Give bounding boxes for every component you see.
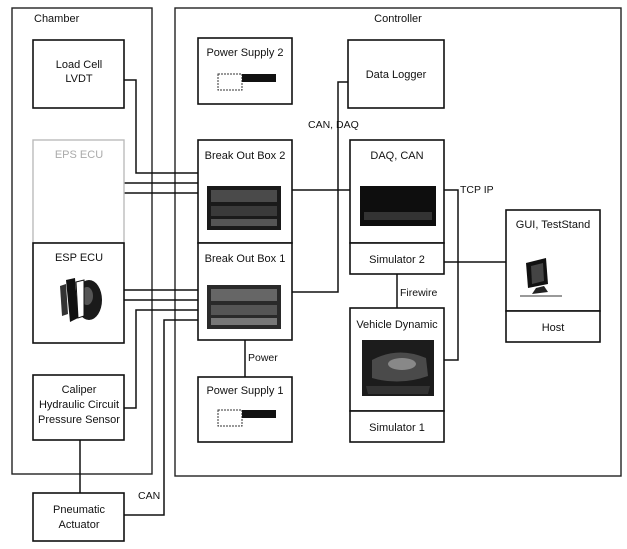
can-link-label: CAN [138, 490, 160, 502]
esp-ecu-box: ESP ECU [32, 242, 125, 344]
simulator-2-label: Simulator 2 [369, 254, 425, 266]
chamber-frame [11, 7, 153, 475]
break-out-box-1-image [207, 285, 281, 329]
controller-frame [174, 7, 622, 477]
vehicle-dynamic-label: Vehicle Dynamic [356, 319, 438, 331]
wire-pneumatic-bob1-can [124, 319, 198, 516]
vehicle-dynamic-image [362, 340, 434, 396]
pneumatic-label-2: Actuator [59, 519, 100, 531]
eps-ecu-box: EPS ECU [32, 139, 125, 244]
vehicle-dynamic-box: Vehicle Dynamic [349, 307, 445, 412]
break-out-box-1: Break Out Box 1 [197, 242, 293, 341]
pneumatic-actuator-box: Pneumatic Actuator [32, 492, 125, 542]
can-daq-link-label: CAN, DAQ [308, 119, 359, 131]
tcp-ip-link-label: TCP IP [460, 184, 494, 196]
power-supply-2-box: Power Supply 2 [197, 37, 293, 105]
load-cell-label-2: LVDT [65, 73, 93, 85]
caliper-label-3: Pressure Sensor [38, 414, 120, 426]
power-supply-1-image [217, 409, 276, 427]
simulator-2-box: Simulator 2 [349, 242, 445, 275]
power-supply-2-image [217, 73, 276, 91]
daq-can-image [360, 186, 436, 226]
power-link-label: Power [248, 352, 278, 364]
load-cell-box: Load Cell LVDT [32, 39, 125, 109]
computer-icon [520, 258, 562, 297]
caliper-label-1: Caliper [62, 384, 97, 396]
chamber-label: Chamber [34, 13, 80, 25]
pneumatic-label-1: Pneumatic [53, 504, 105, 516]
simulator-1-box: Simulator 1 [349, 410, 445, 443]
wire-bob1-datalogger [292, 81, 348, 293]
firewire-link-label: Firewire [400, 287, 437, 299]
host-label: Host [542, 322, 565, 334]
simulator-1-label: Simulator 1 [369, 422, 425, 434]
wire-loadcell-bob2 [124, 79, 198, 174]
power-supply-1-box: Power Supply 1 [197, 376, 293, 443]
esp-ecu-image [60, 278, 102, 322]
daq-can-box: DAQ, CAN [349, 139, 445, 244]
host-box: Host [505, 310, 601, 343]
wire-caliper-bob1 [124, 309, 198, 409]
gui-teststand-box: GUI, TestStand [505, 209, 601, 312]
data-logger-label: Data Logger [366, 69, 427, 81]
eps-ecu-label: EPS ECU [55, 149, 103, 161]
load-cell-label-1: Load Cell [56, 59, 102, 71]
data-logger-box: Data Logger [347, 39, 445, 109]
wire-tcpip-loop [444, 189, 459, 361]
gui-teststand-label: GUI, TestStand [516, 219, 590, 231]
daq-can-label: DAQ, CAN [370, 150, 423, 162]
break-out-box-1-label: Break Out Box 1 [205, 253, 286, 265]
break-out-box-2: Break Out Box 2 [197, 139, 293, 244]
power-supply-1-label: Power Supply 1 [206, 385, 283, 397]
power-supply-2-label: Power Supply 2 [206, 47, 283, 59]
controller-label: Controller [374, 13, 422, 25]
caliper-label-2: Hydraulic Circuit [39, 399, 119, 411]
esp-ecu-label: ESP ECU [55, 252, 103, 264]
caliper-box: Caliper Hydraulic Circuit Pressure Senso… [32, 374, 125, 441]
break-out-box-2-image [207, 186, 281, 230]
connection-wires [79, 79, 506, 516]
break-out-box-2-label: Break Out Box 2 [205, 150, 286, 162]
